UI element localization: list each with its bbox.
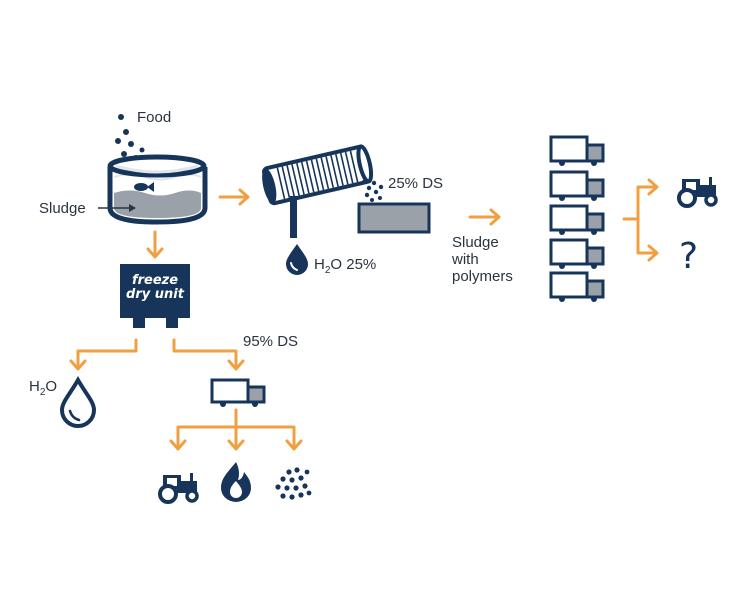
freeze-dry-unit-icon: freeze dry unit <box>120 264 190 328</box>
fish-icon <box>134 182 154 192</box>
freeze-label: freeze <box>132 273 178 288</box>
h2o-label: H2O <box>29 378 57 398</box>
solids-particles-icon <box>361 179 384 202</box>
ds-95-label: 95% DS <box>243 333 298 350</box>
arrow-freeze-dry-to-water <box>69 338 138 371</box>
arrow-container-to-trucks <box>468 208 501 226</box>
h2o-25-label: H2O 25% <box>314 256 376 276</box>
truck-column <box>549 135 605 302</box>
truck-icon <box>549 238 605 269</box>
ds-25-label: 25% DS <box>388 175 443 192</box>
arrow-freeze-dry-to-truck <box>172 338 245 371</box>
truck-icon <box>549 204 605 235</box>
water-drop-icon <box>286 244 308 275</box>
pellets-icon <box>275 467 312 500</box>
water-drop-icon <box>59 375 97 428</box>
sludge-polymers-label-2: with <box>451 251 479 268</box>
sludge-pointer-arrow <box>98 204 136 212</box>
truck-icon <box>549 271 605 302</box>
tractor-icon <box>677 177 718 208</box>
arrow-truck-split-three <box>169 408 303 451</box>
food-label: Food <box>137 109 171 126</box>
arrow-trucks-split <box>622 178 659 262</box>
flame-icon <box>221 462 251 502</box>
tank-icon <box>107 154 208 225</box>
dry-unit-label: dry unit <box>126 287 185 302</box>
arrow-tank-to-freeze-dry <box>146 230 164 259</box>
truck-icon <box>210 378 266 407</box>
sludge-label: Sludge <box>39 200 86 217</box>
question-icon: ? <box>679 236 698 277</box>
centrifuge-drum-icon <box>262 144 374 238</box>
truck-icon <box>549 170 605 201</box>
sludge-container-icon <box>357 202 431 234</box>
sludge-polymers-label-1: Sludge <box>452 234 499 251</box>
tractor-icon <box>158 473 199 504</box>
arrow-tank-to-centrifuge <box>218 188 250 206</box>
sludge-polymers-label-3: polymers <box>452 268 513 285</box>
truck-icon <box>549 135 605 166</box>
